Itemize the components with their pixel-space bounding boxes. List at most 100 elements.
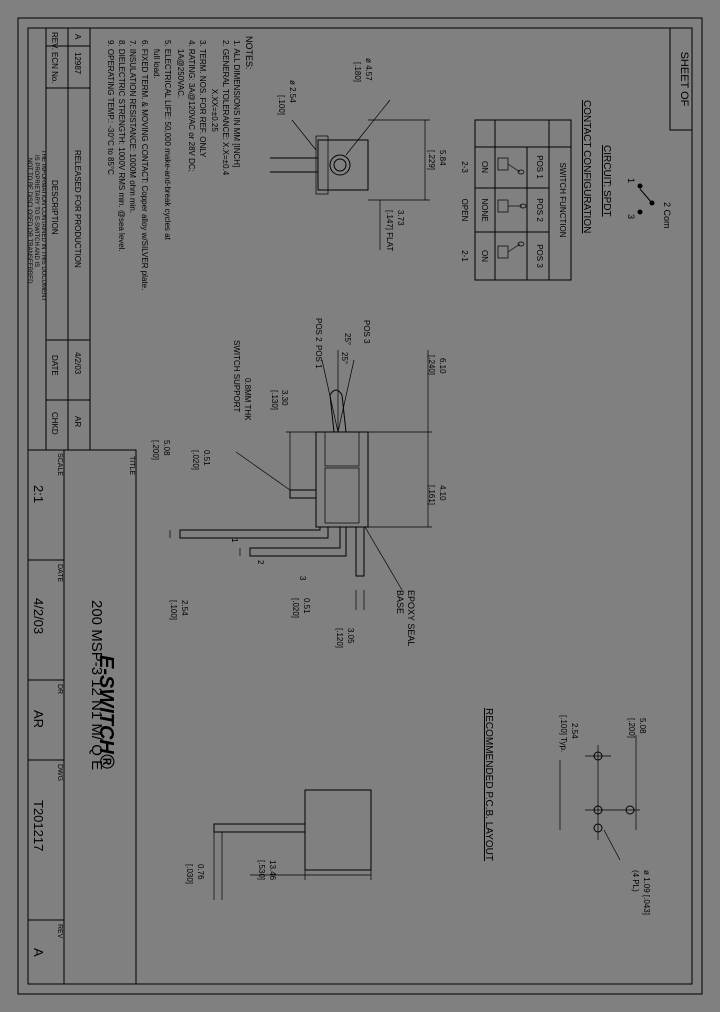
- side-dim-17: 5.08: [162, 440, 171, 456]
- note-line: 9. OPERATING TEMP.: -30°C to 85°C: [106, 40, 115, 175]
- note-line: 3. TERM. NOS. FOR REF. ONLY: [198, 40, 207, 158]
- note-line: X.XX=±0.25: [210, 40, 219, 132]
- dwg-number: T201217: [31, 800, 46, 851]
- date-value: 4/2/03: [31, 598, 46, 634]
- side-dim-4: [.161]: [427, 485, 436, 505]
- contact-table-header: SWITCH FUNCTION: [558, 162, 567, 237]
- rev-value: A: [73, 34, 82, 40]
- side-angle: 25°: [340, 352, 349, 364]
- side-dim-15: 3.05: [346, 628, 355, 644]
- terminal-3: 3: [298, 576, 307, 581]
- pcb-dim-3: 2.54: [570, 723, 579, 739]
- pcb-dim-2: [.200]: [627, 718, 636, 738]
- drawn-by: AR: [31, 710, 46, 728]
- side-pos-2: POS 2: [314, 318, 323, 342]
- contact-pos-1: POS 1: [535, 155, 544, 179]
- top-dim-6: [.229]: [427, 150, 436, 170]
- side-dim-14: [.020]: [291, 598, 300, 618]
- date-label: DATE: [56, 564, 63, 582]
- side-view: [169, 350, 432, 610]
- note-line: 4. RATING: 3A@120VAC or 28V DC;: [187, 40, 196, 172]
- pcb-dim-5: ø 1.09 [.043]: [642, 870, 651, 915]
- note-line: 1. ALL DIMENSIONS IN MM [INCH]: [232, 40, 241, 167]
- proprietary-line: IS PROPRIETARY TO E-SWITCH AND IS: [33, 155, 39, 267]
- note-line: 6. FIXED TERM. & MOVING CONTACT: Copper …: [140, 40, 149, 290]
- outer-border: [17, 17, 703, 995]
- dwg-label: DWG: [56, 764, 63, 781]
- contact-term-2: OPEN: [460, 199, 469, 222]
- side-dim-18: [.200]: [151, 440, 160, 460]
- note-line: 7. INSULATION RESISTANCE: 1000M ohm min.: [128, 40, 137, 213]
- part-title: 200 MSP-3 12 N1 M/ Q E: [88, 600, 105, 770]
- contact-pos-3: POS 3: [535, 244, 544, 268]
- top-dim-8: [.147] FLAT: [385, 210, 394, 251]
- end-view: [213, 789, 372, 900]
- rev-header-ecn: ECN No.: [50, 52, 59, 84]
- rev-chkd-value: AR: [73, 416, 82, 427]
- contact-table: [474, 119, 572, 281]
- contact-state-2: NONE: [480, 198, 489, 221]
- side-dim-12: [.100]: [169, 600, 178, 620]
- title-block: [27, 449, 137, 985]
- terminal-2: 2: [256, 560, 265, 565]
- contact-term-1: 2-3: [460, 161, 469, 173]
- dr-label: DR: [56, 684, 63, 694]
- pcb-dim-6: (4 PL): [631, 870, 640, 892]
- end-dim-1: 13.46: [268, 860, 277, 881]
- top-dim-2: [.180]: [353, 62, 362, 82]
- scale-label: SCALE: [56, 453, 63, 476]
- top-view: [270, 99, 430, 250]
- contact-pos-2: POS 2: [535, 198, 544, 222]
- circuit-pin-3: 3: [626, 214, 636, 219]
- circuit-pin-1: 1: [626, 178, 636, 183]
- rev-ecn-value: 12987: [73, 52, 82, 75]
- note-line: 5. ELECTRICAL LIFE: 50,000 make-and-brea…: [163, 40, 172, 241]
- circuit-title: CIRCUIT: SPDT: [601, 145, 612, 217]
- note-line: 1A@250VAC.: [176, 40, 185, 98]
- notes-title: NOTES:: [244, 36, 254, 70]
- contact-state-3: ON: [480, 250, 489, 262]
- note-line: 8. DIELECTRIC STRENGTH: 1000V RMS min. @…: [117, 40, 126, 252]
- title-label: TITLE: [128, 456, 135, 475]
- contact-term-3: 2-1: [460, 250, 469, 262]
- circuit-symbol: 2 Com 1 3: [626, 178, 672, 229]
- rev-letter: A: [31, 948, 46, 957]
- notes-list: 1. ALL DIMENSIONS IN MM [INCH] 2. GENERA…: [106, 40, 241, 290]
- pcb-layout: [559, 735, 640, 861]
- side-dim-10: [.020]: [191, 450, 200, 470]
- contact-state-1: ON: [480, 161, 489, 173]
- side-dim-1: 6.10: [438, 358, 447, 374]
- side-dim-9: 0.51: [202, 450, 211, 466]
- side-dim-16: [.120]: [335, 628, 344, 648]
- scale-value: 2:1: [31, 485, 46, 503]
- epoxy-label-2: BASE: [395, 590, 405, 614]
- terminal-1: 1: [230, 538, 239, 543]
- top-dim-4: [.100]: [277, 95, 286, 115]
- side-dim-7: 0.8MM THK: [243, 378, 252, 421]
- side-dim-3: 4.10: [438, 485, 447, 501]
- side-dim-6: [.130]: [270, 390, 279, 410]
- rev-header-chkd: CHKD: [50, 412, 59, 435]
- rev-header-desc: DESCRIPTION: [50, 180, 59, 235]
- e-switch-logo: E-SWITCH®: [95, 655, 117, 769]
- rev-date-value: 4/2/03: [73, 352, 82, 375]
- side-dim-8: SWITCH SUPPORT: [232, 340, 241, 412]
- end-dim-3: 0.76: [196, 864, 205, 880]
- side-dim-13: 0.51: [302, 598, 311, 614]
- rev-desc-value: RELEASED FOR PRODUCTION: [73, 150, 82, 268]
- side-angle-2: 25°: [343, 333, 352, 345]
- side-dim-2: [.240]: [427, 355, 436, 375]
- side-pos-1: POS 1: [314, 345, 323, 369]
- rev-label: REV: [56, 924, 63, 939]
- side-dim-5: 3.30: [280, 390, 289, 406]
- end-dim-2: [.530]: [257, 860, 266, 880]
- rev-header-rev: REV.: [50, 32, 59, 50]
- contact-table-title: CONTACT CONFIGURATION: [581, 100, 592, 233]
- sheet-label: SHEET OF: [678, 52, 690, 107]
- rev-header-date: DATE: [50, 355, 59, 376]
- pcb-title: RECOMMENDED P.C.B. LAYOUT: [483, 708, 494, 861]
- side-dim-11: 2.54: [180, 600, 189, 616]
- end-dim-4: [.030]: [185, 864, 194, 884]
- side-pos-3: POS 3: [362, 320, 371, 344]
